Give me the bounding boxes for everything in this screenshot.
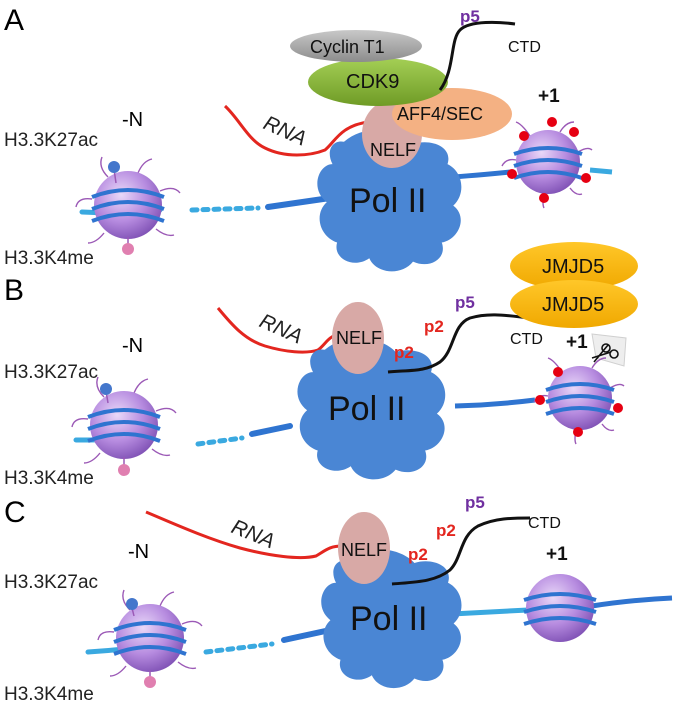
jmjd5-top	[510, 242, 638, 290]
ctd-tail	[391, 516, 531, 586]
nucleosome-plus-1	[533, 357, 625, 445]
label-pol-ii: Pol II	[350, 600, 427, 638]
label-p2: p2	[394, 343, 414, 362]
dna-strand	[249, 423, 293, 437]
methyl-mark-red	[507, 169, 517, 179]
methyl-mark-red	[553, 367, 563, 377]
label-h3k27ac: H3.3K27ac	[4, 130, 98, 151]
dna-strand	[451, 607, 529, 617]
label-nelf: NELF	[336, 328, 382, 348]
label-p2: p2	[408, 545, 428, 564]
label-h3k27ac: H3.3K27ac	[4, 572, 98, 593]
panel-letter: A	[4, 4, 24, 37]
label-plus-1: +1	[538, 86, 560, 107]
label-rna: RNA	[260, 112, 310, 151]
nucleosome-minus-n	[71, 376, 177, 476]
dna-strand	[589, 167, 613, 175]
rna-strand	[145, 510, 343, 560]
methyl-mark	[118, 464, 130, 476]
histone-octamer	[94, 171, 162, 239]
methyl-mark-red	[613, 403, 623, 413]
label-plus-1: +1	[546, 544, 568, 565]
panel-letter: B	[4, 274, 24, 307]
nucleosome-minus-n	[75, 156, 181, 255]
label-nelf: NELF	[341, 540, 387, 560]
panel-b: B -N H3.3K27ac H3.3K4me RNA Po	[4, 242, 638, 489]
label-p5: p5	[455, 293, 475, 312]
label-ctd: CTD	[528, 515, 561, 532]
dna-strand	[265, 195, 333, 210]
dna-wrap	[87, 408, 161, 443]
dna-strand	[591, 595, 673, 609]
rna-strand	[223, 104, 369, 157]
dna-strand	[281, 627, 333, 643]
label-p2: p2	[436, 521, 456, 540]
methyl-mark-red	[519, 131, 529, 141]
dna-gap-dotted	[203, 641, 275, 655]
label-ctd: CTD	[510, 331, 543, 348]
panel-letter: C	[4, 496, 26, 529]
label-h3k4me: H3.3K4me	[4, 248, 94, 269]
cyclin-t1	[290, 30, 422, 62]
label-p5: p5	[465, 493, 485, 512]
nucleosome-plus-1	[523, 574, 597, 642]
methyl-mark-red	[535, 395, 545, 405]
acetyl-mark	[100, 383, 112, 395]
dna-wrap	[545, 382, 615, 416]
dna-wrap	[113, 621, 187, 656]
nelf	[332, 302, 384, 374]
panel-c: C -N H3.3K27ac H3.3K4me RNA	[4, 493, 673, 704]
label-pol-ii: Pol II	[349, 182, 426, 220]
dna-wrap	[523, 592, 597, 626]
label-minus-n: -N	[128, 541, 149, 563]
methyl-mark	[122, 243, 134, 255]
methyl-mark-red	[569, 127, 579, 137]
dna-gap-dotted	[189, 205, 261, 213]
ctd-tail	[387, 313, 531, 374]
histone-octamer	[90, 391, 158, 459]
methyl-mark-red	[539, 193, 549, 203]
label-ctd: CTD	[508, 39, 541, 56]
histone-tails	[75, 156, 181, 244]
label-jmjd5-top: JMJD5	[542, 256, 604, 278]
nucleosome-minus-n	[97, 589, 203, 688]
jmjd5-bottom	[510, 280, 638, 328]
label-aff4-sec: AFF4/SEC	[397, 104, 483, 124]
ctd-tail	[438, 20, 516, 91]
label-h3k27ac: H3.3K27ac	[4, 362, 98, 383]
scissors-icon	[591, 333, 627, 367]
nucleosome-plus-1	[501, 117, 593, 209]
label-minus-n: -N	[122, 109, 143, 131]
dna-strand	[454, 397, 536, 409]
histone-tails	[71, 376, 177, 464]
label-cdk9: CDK9	[346, 71, 399, 93]
acetyl-mark	[108, 161, 120, 173]
label-rna: RNA	[256, 310, 306, 349]
dna-gap-dotted	[195, 435, 245, 447]
label-jmjd5-bottom: JMJD5	[542, 294, 604, 316]
dna-wrap	[91, 188, 165, 223]
acetyl-mark	[126, 598, 138, 610]
cdk9	[308, 58, 448, 106]
label-p2: p2	[424, 317, 444, 336]
panel-a: A -N H3.3K27ac H3.3K4me RNA	[4, 4, 613, 272]
label-nelf: NELF	[370, 140, 416, 160]
methyl-mark-red	[547, 117, 557, 127]
label-plus-1: +1	[566, 332, 588, 353]
label-h3k4me: H3.3K4me	[4, 468, 94, 489]
aff4-sec	[392, 88, 512, 140]
methyl-mark	[144, 676, 156, 688]
label-cyclin-t1: Cyclin T1	[310, 37, 385, 57]
label-pol-ii: Pol II	[328, 390, 405, 428]
methyl-mark-red	[581, 173, 591, 183]
methyl-mark-red	[573, 427, 583, 437]
label-h3k4me: H3.3K4me	[4, 684, 94, 704]
label-minus-n: -N	[122, 335, 143, 357]
nelf	[338, 512, 390, 584]
histone-octamer	[116, 604, 184, 672]
rna-strand	[216, 307, 341, 354]
dna-wrap	[513, 146, 583, 180]
label-p5: p5	[460, 7, 480, 26]
